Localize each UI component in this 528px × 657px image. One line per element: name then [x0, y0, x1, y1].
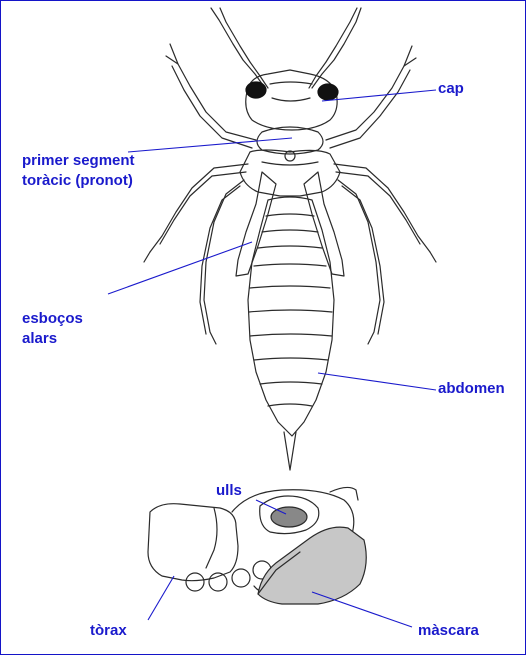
- right-antenna: [312, 8, 361, 88]
- leader-abdomen: [318, 373, 436, 390]
- left-midleg: [150, 164, 248, 252]
- side-thorax: [148, 504, 238, 581]
- larva-abdomen: [248, 197, 334, 436]
- label-cap: cap: [438, 80, 464, 98]
- larva-head: [246, 70, 337, 130]
- label-abdomen: abdomen: [438, 380, 505, 398]
- left-wing-pad: [236, 172, 276, 276]
- leader-cap: [322, 90, 436, 101]
- label-esbocos-line2: alars: [22, 330, 57, 348]
- left-eye: [246, 82, 266, 98]
- right-eye: [318, 84, 338, 100]
- right-midleg: [334, 164, 430, 252]
- leader-mascara: [312, 592, 412, 627]
- label-torax: tòrax: [90, 622, 127, 640]
- larva-thorax: [240, 150, 340, 196]
- label-pronot-line2: toràcic (pronot): [22, 172, 133, 190]
- left-foreleg: [170, 44, 256, 140]
- label-esbocos-line1: esboços: [22, 310, 83, 328]
- right-hindleg: [338, 180, 380, 344]
- leader-esbocos: [108, 242, 252, 294]
- left-antenna: [211, 8, 265, 88]
- side-view-illustration: [148, 487, 366, 604]
- label-ulls: ulls: [216, 482, 242, 500]
- right-foreleg: [326, 46, 412, 140]
- label-pronot-line1: primer segment: [22, 152, 135, 170]
- right-wing-pad: [304, 172, 344, 276]
- label-mascara: màscara: [418, 622, 479, 640]
- larva-illustration: [144, 8, 436, 470]
- caudal-appendages: [284, 432, 296, 470]
- leader-torax: [148, 576, 174, 620]
